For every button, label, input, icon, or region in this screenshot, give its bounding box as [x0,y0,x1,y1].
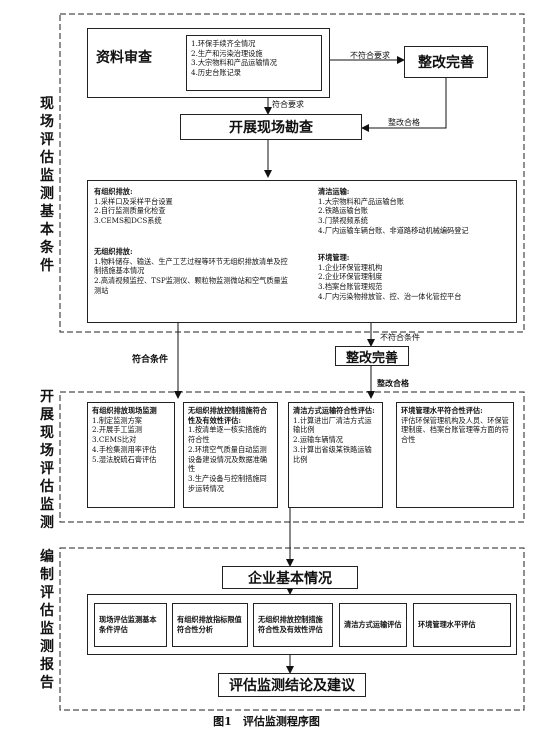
stage2-box-title: 清洁方式运输符合性评估: [293,406,375,415]
stage2-box-organized: 有组织排放现场监测 1.制定监测方案 2.开展手工监测 3.CEMS比对 4.手… [87,402,175,508]
stage2-box-title: 环境管理水平符合性评估: [401,406,483,415]
eval-organized-limits: 有组织排放指标限值符合性分析 [172,603,248,647]
stage3-side-label: 编制评估监测报告 [40,549,54,691]
data-review-box: 资料审查 1.环保手续齐全情况 2.生产和污染治理设施 3.大宗物料和产品运输情… [87,28,330,98]
eval-clean-transport: 清洁方式运输评估 [339,603,407,647]
pass-requirement-label: 符合要求 [272,100,304,109]
rectify2-pass-label: 整改合格 [377,378,409,388]
organized-title: 有组织排放: [94,187,133,196]
unorganized-section: 无组织排放: 1.物料储存、输送、生产工艺过程等环节无组织排放清单及控制措施基本… [94,247,294,296]
stage2-side-label: 开展现场评估监测 [40,389,54,531]
data-review-items: 1.环保手续齐全情况 2.生产和污染治理设施 3.大宗物料和产品运输情况 4.历… [186,35,322,91]
data-review-title: 资料审查 [96,50,152,66]
organized-item: 1.采样口及采样平台设置 [94,196,173,206]
organized-item: 2.自行监测质量化检查 [94,206,166,216]
stage2-box-item: 1.计算进出厂清洁方式运输比例 [293,415,372,435]
env-management-item: 1.企业环保管理机构 [318,262,383,272]
data-review-item: 1.环保手续齐全情况 [191,39,256,48]
clean-transport-section: 清洁运输: 1.大宗物料和产品运输台账 2.铁路运输台账 3.门禁视频系统 4.… [318,187,513,236]
env-management-item: 4.厂内污染物排放管、控、治一体化管控平台 [318,291,462,301]
env-management-title: 环境管理: [318,253,350,262]
stage2-box-transport: 清洁方式运输符合性评估: 1.计算进出厂清洁方式运输比例 2.运输车辆情况 3.… [288,402,383,508]
rectify-box: 整改完善 [404,46,488,78]
organized-item: 3.CEMS和DCS系统 [94,216,162,226]
stage2-box-item: 2.开展手工监测 [92,425,142,435]
stage2-box-unorganized: 无组织排放控制措施符合性及有效性评估: 1.按清单逐一核实措施的符合性 2.环境… [183,402,278,508]
stage2-box-item: 1.制定监测方案 [92,415,142,425]
clean-transport-item: 3.门禁视频系统 [318,216,368,226]
stage2-box-title: 有组织排放现场监测 [92,406,157,415]
stage1-frame [59,13,525,333]
unorganized-title: 无组织排放: [94,247,133,256]
fail-requirement-label: 不符合要求 [350,51,390,60]
eval-unorganized-measures: 无组织排放控制措施符合性及有效性评估 [253,603,333,647]
clean-transport-item: 2.铁路运输台账 [318,206,368,216]
survey-details-box: 有组织排放: 1.采样口及采样平台设置 2.自行监测质量化检查 3.CEMS和D… [87,180,517,323]
stage2-box-item: 4.手检集测用率评估 [92,444,157,454]
rectify2-box: 整改完善 [335,346,409,366]
data-review-item: 3.大宗物料和产品运输情况 [191,58,277,68]
env-management-item: 2.企业环保管理制度 [318,272,383,282]
stage2-box-item: 1.按清单逐一核实措施的符合性 [188,425,267,445]
unorganized-item: 1.物料储存、输送、生产工艺过程等环节无组织排放清单及控制措施基本情况 [94,256,288,276]
arrow-rectify-survey [361,78,447,132]
stage2-box-item: 3.计算出省级某铁路运输比例 [293,444,372,464]
basic-info-box: 企业基本情况 [222,566,358,589]
clean-transport-item: 4.厂内运输车辆台账、非道路移动机械编码登记 [318,225,469,235]
stage2-box-item: 评估环保管理机构及人员、环保管理制度、档案台账管理等方面的符合性 [401,415,509,445]
clean-transport-item: 1.大宗物料和产品运输台账 [318,196,404,206]
data-review-item: 4.历史台账记录 [191,68,241,78]
stage1-side-label: 现场评估监测基本条件 [40,96,54,274]
eval-env-management: 环境管理水平评估 [413,603,511,647]
survey-box: 开展现场勘查 [180,114,362,140]
env-management-item: 3.档案台账管理规范 [318,282,383,292]
pass-condition-label: 符合条件 [132,355,169,365]
conclusion-box: 评估监测结论及建议 [218,673,366,697]
env-management-section: 环境管理: 1.企业环保管理机构 2.企业环保管理制度 3.档案台账管理规范 4… [318,253,513,302]
stage2-box-item: 5.湿法脱硫石膏评估 [92,454,157,464]
stage2-box-item: 3.生产设备与控制措施同步运转情况 [188,474,267,493]
rectify-pass-label: 整改合格 [388,118,420,127]
stage2-box-management: 环境管理水平符合性评估: 评估环保管理机构及人员、环保管理制度、档案台账管理等方… [396,402,514,508]
figure-caption: 图1 评估监测程序图 [213,715,320,728]
stage2-box-item: 2.环境空气质量自动监测设备建设情况及数据准确性 [188,444,268,474]
data-review-item: 2.生产和污染治理设施 [191,48,263,58]
stage2-box-item: 3.CEMS比对 [92,435,137,445]
stage3-eval-row: 现场评估监测基本条件评估 有组织排放指标限值符合性分析 无组织排放控制措施符合性… [87,594,517,655]
organized-section: 有组织排放: 1.采样口及采样平台设置 2.自行监测质量化检查 3.CEMS和D… [94,187,294,226]
unorganized-item: 2.高清视频监控、TSP监测仪、颗粒物监测微站和空气质量监测站 [94,276,288,295]
stage2-box-item: 2.运输车辆情况 [293,435,343,445]
clean-transport-title: 清洁运输: [318,187,350,196]
stage2-box-title: 无组织排放控制措施符合性及有效性评估: [188,406,268,425]
eval-basic-conditions: 现场评估监测基本条件评估 [94,603,167,647]
stage3-frame [59,547,525,711]
fail-condition-label: 不符合条件 [380,333,420,342]
